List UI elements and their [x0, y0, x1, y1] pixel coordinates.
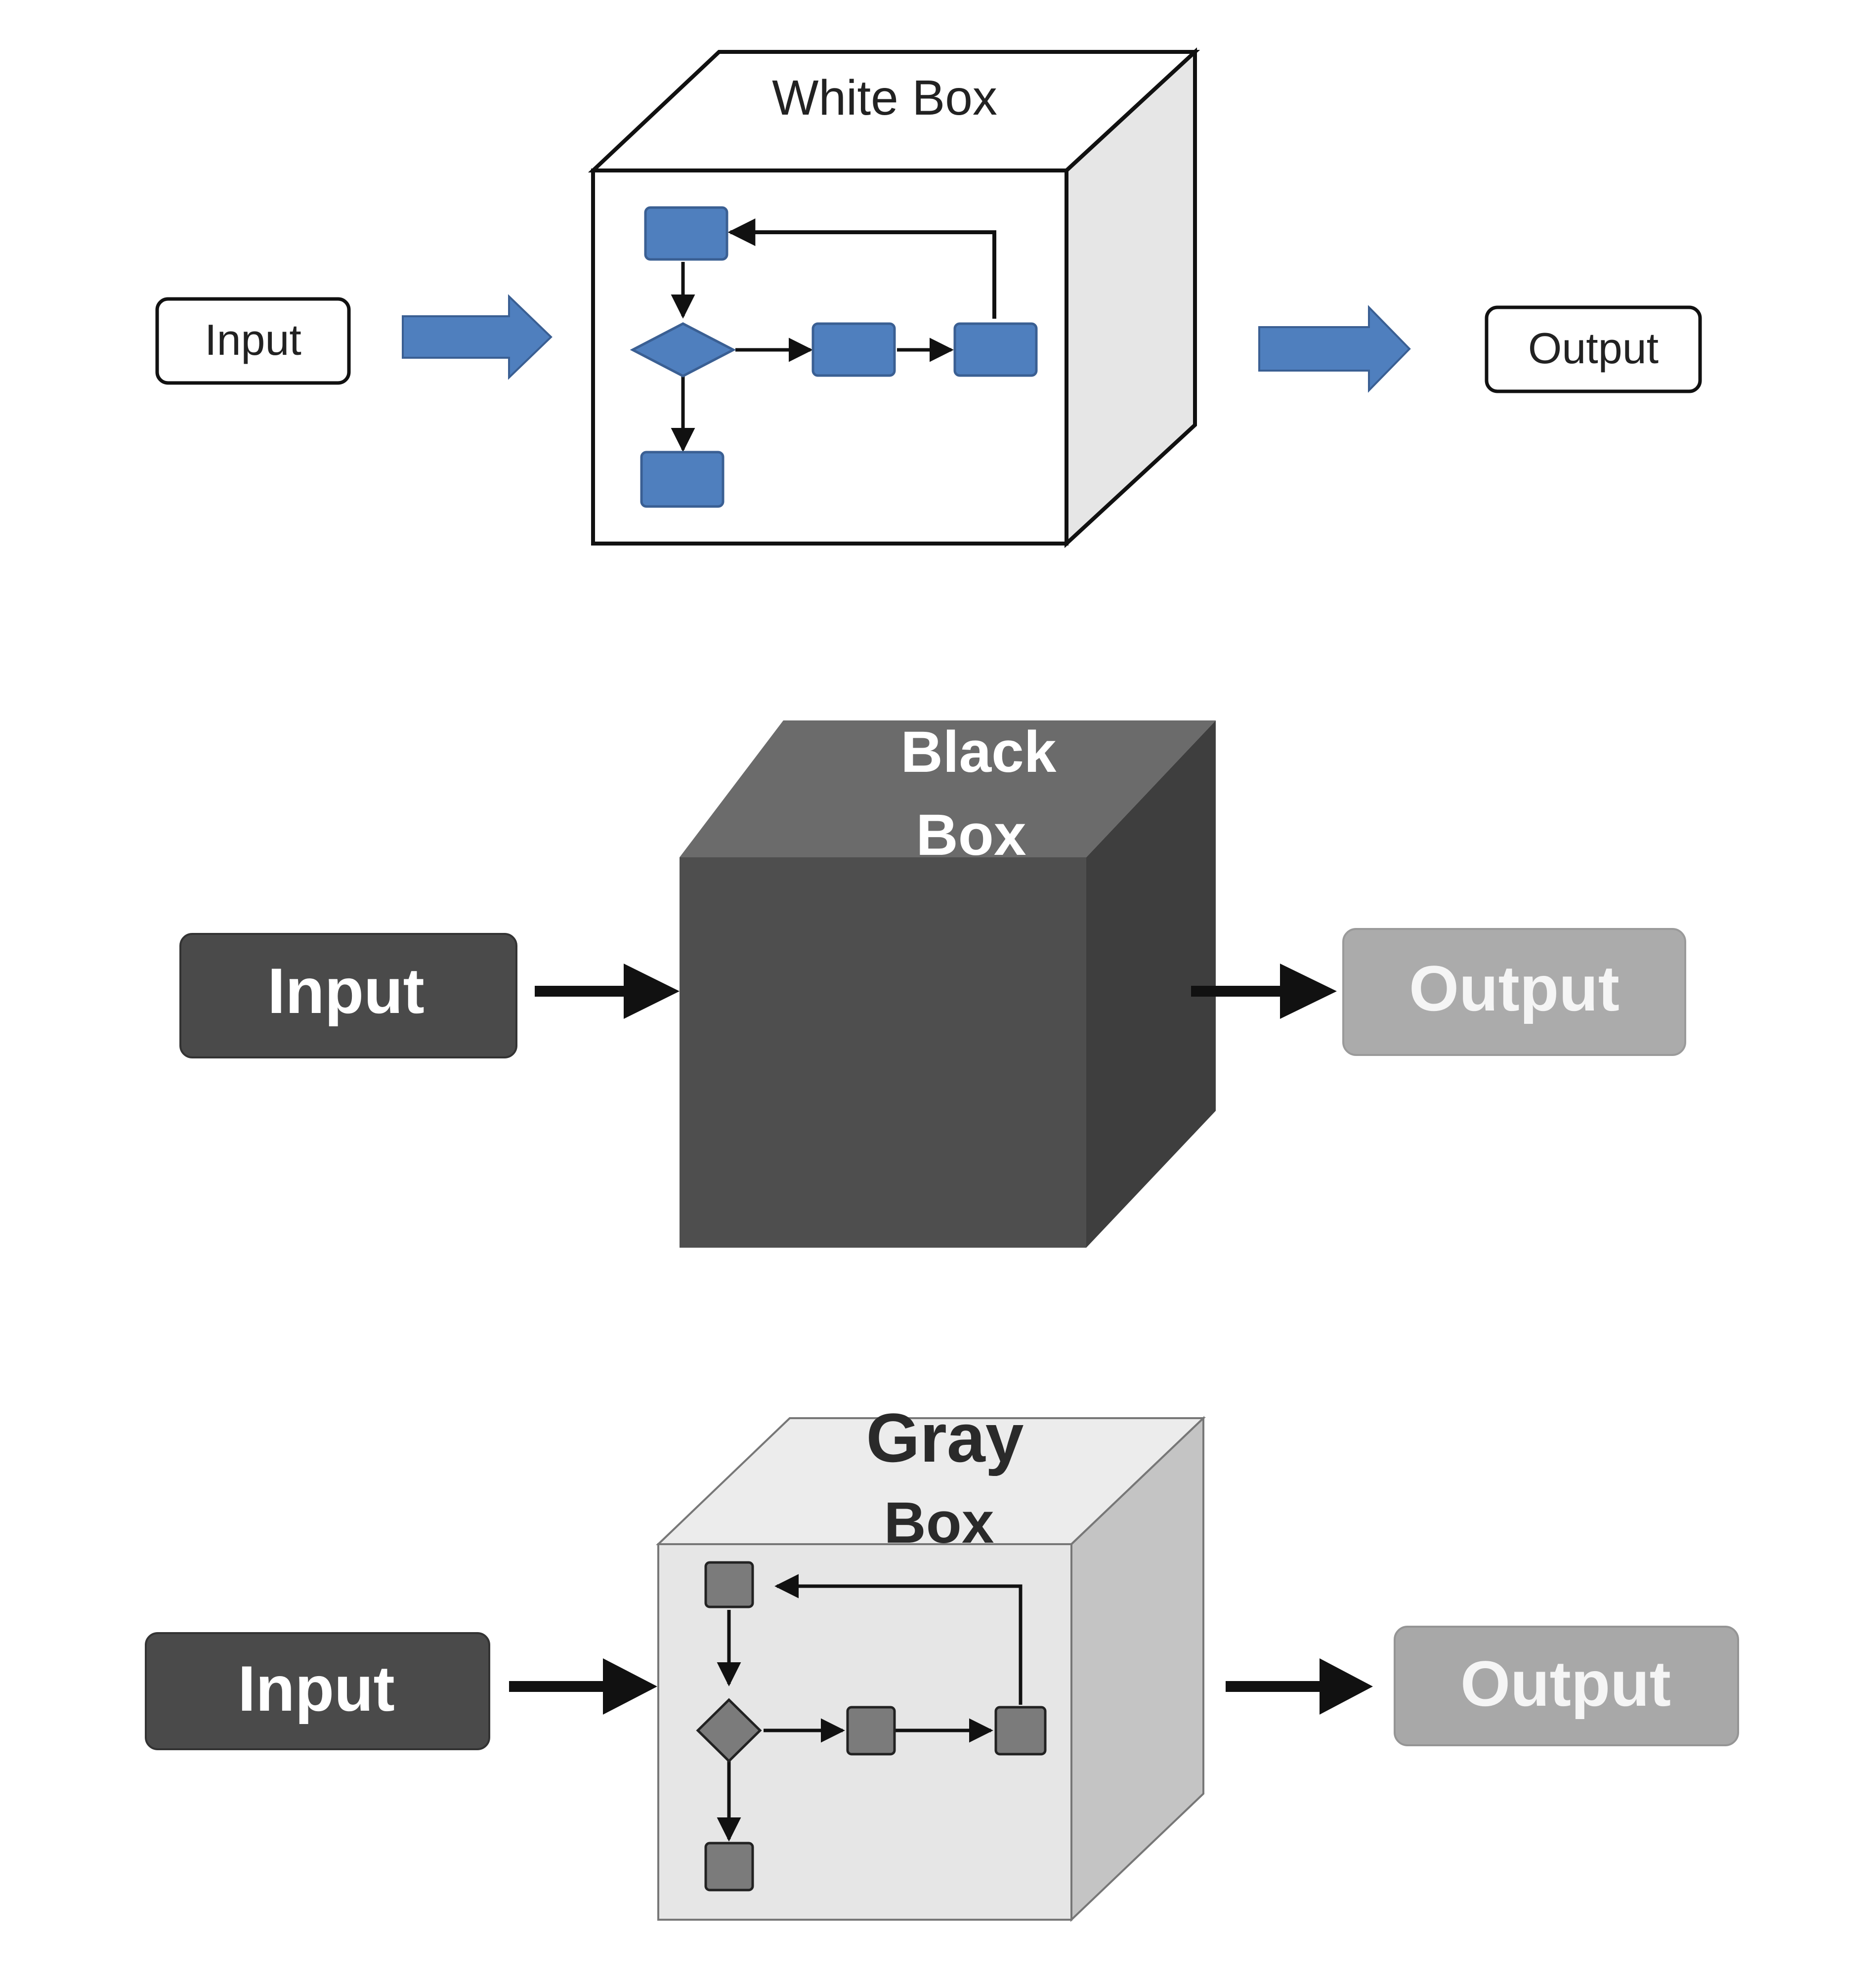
gray-box-input-label: Input: [238, 1652, 395, 1725]
black-box-output-label: Output: [1409, 952, 1620, 1024]
white-box-input-label: Input: [205, 315, 301, 364]
black-box-output-arrow: [1191, 964, 1337, 1019]
black-box-cube-front: [680, 857, 1086, 1248]
black-box-title-line2: Box: [916, 802, 1026, 868]
gray-box-title-line2: Box: [884, 1490, 994, 1556]
white-flow-node: [640, 451, 725, 508]
gray-box-flowchart: [696, 1561, 1047, 1892]
white-box-title: White Box: [772, 70, 997, 126]
white-box-input-box: Input: [155, 297, 351, 385]
white-flow-feedback-edge: [727, 218, 996, 319]
black-box-cube-top: [680, 720, 1216, 857]
gray-box-output-box: Output: [1394, 1626, 1739, 1746]
black-box-cube-side: [1086, 720, 1216, 1248]
gray-box-input-arrow: [509, 1658, 657, 1715]
gray-box-output-label: Output: [1460, 1647, 1671, 1720]
black-box-diagram: Input Black Box Output: [179, 719, 1686, 1248]
gray-flow-decision: [696, 1698, 762, 1763]
white-flow-decision: [630, 322, 736, 378]
black-box-title-line1: Black: [901, 719, 1057, 785]
gray-box-title-line1: Gray: [866, 1399, 1023, 1476]
gray-flow-node: [846, 1706, 896, 1756]
white-box-output-label: Output: [1528, 324, 1659, 373]
gray-box-cube: Gray Box: [656, 1399, 1206, 1922]
gray-flow-node: [704, 1842, 754, 1892]
gray-flow-node: [994, 1706, 1047, 1756]
white-flow-node: [811, 322, 896, 377]
black-box-input-label: Input: [267, 955, 425, 1027]
white-box-output-box: Output: [1485, 305, 1702, 393]
black-box-cube: Black Box: [680, 719, 1216, 1248]
black-box-input-arrow: [535, 964, 680, 1019]
white-box-diagram: Input White Box Output: [155, 47, 1702, 548]
gray-box-diagram: Input Gray Box: [145, 1399, 1739, 1922]
gray-flow-node: [704, 1561, 754, 1608]
gray-box-output-arrow: [1226, 1658, 1373, 1715]
white-flow-node: [953, 322, 1038, 377]
white-flow-node: [644, 206, 728, 261]
black-box-input-box: Input: [179, 933, 517, 1058]
white-box-flowchart: [630, 206, 1038, 508]
black-box-output-box: Output: [1342, 928, 1686, 1056]
gray-box-input-box: Input: [145, 1632, 490, 1750]
gray-flow-feedback-edge: [774, 1574, 1023, 1705]
white-box-input-arrow: [402, 294, 553, 380]
white-box-output-arrow: [1258, 305, 1411, 393]
